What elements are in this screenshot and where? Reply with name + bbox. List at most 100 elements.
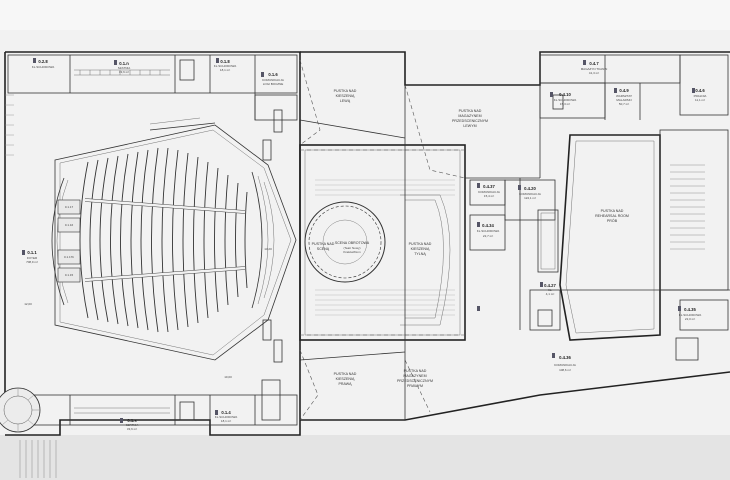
stage-label: Kraków/Dom <box>343 250 361 254</box>
room-name: KL. <box>548 288 553 292</box>
room-name: KL.SCHODOWA <box>477 229 499 233</box>
room-marker-icon <box>33 58 36 63</box>
room-name: PRALNIA <box>694 94 707 98</box>
room-number: 0.4.7 <box>589 61 599 66</box>
room-marker-icon <box>540 282 543 287</box>
stage-label: SCENA OBROTOWA <box>335 241 370 245</box>
room-marker-icon <box>477 222 480 227</box>
void-label: REHEARSAL ROOM <box>595 214 629 218</box>
void-label: PUSTKA NAD <box>409 242 432 246</box>
void-label: PRAWYM <box>407 384 423 388</box>
void-label: PRÓB <box>607 218 618 223</box>
room-name: KOMUNIKACJA <box>478 190 500 194</box>
room-name: KOMUNIKACJA <box>519 192 541 196</box>
void-label: KIESZENIĄ <box>336 377 355 381</box>
seat-rows <box>79 147 248 333</box>
top-left-rooms <box>69 55 298 121</box>
room-area: 33,6 m² <box>127 427 137 431</box>
sky-outside <box>0 0 730 30</box>
room-name: KL.SCHODOWA <box>32 65 54 69</box>
room-name: SZATNIA <box>118 66 130 70</box>
room-marker-icon <box>120 418 123 423</box>
lift-shaft <box>537 209 559 273</box>
room-name: KL.SCHODOWA <box>214 64 236 68</box>
room-marker-icon <box>216 58 219 63</box>
room-number: 0.1.17b <box>64 255 74 259</box>
void-label: PUSTKA NAD <box>404 369 427 373</box>
dimension-label: 10,00 <box>224 375 232 379</box>
void-label: PUSTKA NAD <box>334 89 357 93</box>
void-label: TYLNĄ <box>414 252 426 256</box>
room-markers <box>22 58 695 423</box>
right-wing <box>465 52 730 361</box>
loge-box-4 <box>57 267 81 283</box>
room-marker-icon <box>614 88 617 93</box>
void-label: LEWYM <box>463 124 476 128</box>
void-label: MAGAZYNEM <box>458 114 481 118</box>
room-number: 0.1.16 <box>65 223 74 227</box>
room-marker-icon <box>477 306 480 311</box>
room-marker-icon <box>550 92 553 97</box>
room-number: 0.4.34 <box>482 223 494 228</box>
room-number: 0.4.35 <box>684 307 696 312</box>
room-area: 18,1 m² <box>220 68 230 72</box>
dimension-label: 13,20 <box>264 247 272 251</box>
revolving-stage-outer <box>304 201 386 283</box>
room-number: 0.4.27 <box>544 283 556 288</box>
room-number: 0.1.1 <box>27 250 37 255</box>
room-area: 11,1 m² <box>695 98 705 102</box>
void-label: PUSTKA NAD <box>459 109 482 113</box>
room-name: MALARSKI <box>616 98 631 102</box>
void-label: PRAWĄ <box>338 382 352 386</box>
room-name: KOMUNIKACJA <box>262 78 284 82</box>
room-area: 108,6 m² <box>559 368 571 372</box>
room-area: 22,7 m² <box>483 234 493 238</box>
room-area: 15,3 m² <box>560 102 570 106</box>
void-label: PUSTKA NAD <box>334 372 357 376</box>
room-number: 0.1.6 <box>268 72 278 77</box>
stage-tower <box>299 59 466 421</box>
bottom-left-rooms <box>69 379 281 425</box>
room-name: MAGAZYN TKANIN <box>581 67 608 71</box>
left-facade <box>5 94 14 156</box>
void-label: PUSTKA NAD <box>312 242 335 246</box>
room-marker-icon <box>518 185 521 190</box>
room-name: SZATNIA <box>126 423 138 427</box>
stair-box-top <box>179 59 195 81</box>
dimension-label: 12,00 <box>24 302 32 306</box>
room-number: 0.4.10 <box>559 92 571 97</box>
room-area: 708,9 m² <box>26 260 38 264</box>
room-name: WARSZTAT <box>616 94 632 98</box>
room-number: 0.2.8 <box>38 59 48 64</box>
room-number: 0.1.4 <box>221 410 231 415</box>
stage-label: (Teatr Nowy) <box>343 246 360 250</box>
room-marker-icon <box>692 88 695 93</box>
outer-walls <box>4 51 730 436</box>
room-number: 0.4.6 <box>695 88 705 93</box>
auditorium <box>51 109 297 363</box>
room-area: LOGI BOCZNE <box>263 82 284 86</box>
room-area: 41,3 m² <box>589 71 599 75</box>
void-label: KIESZENIĄ <box>411 247 430 251</box>
room-area: 18,1 m² <box>221 419 231 423</box>
void-label: PRZEDSCENICZNYM <box>452 119 488 123</box>
void-label: MAGAZYNEM <box>403 374 426 378</box>
room-marker-icon <box>477 183 480 188</box>
dimension-labels: 13,20 12,00 10,00 <box>24 247 272 379</box>
room-number: 0.4.36 <box>559 355 571 360</box>
room-area: 50,7 m² <box>619 102 629 106</box>
room-area: 15,4 m² <box>484 194 494 198</box>
loge-box-1 <box>57 199 81 215</box>
room-number: 0.4.9 <box>619 88 629 93</box>
room-marker-icon <box>583 60 586 65</box>
void-label: PRZEDSCENICZNYM <box>397 379 433 383</box>
top-wing <box>7 54 298 94</box>
room-number: 0.4.37 <box>483 184 495 189</box>
room-number: 0.1.8 <box>220 59 230 64</box>
room-area: 4,1 m² <box>546 292 555 296</box>
room-name: KL.SCHODOWA <box>679 313 701 317</box>
room-marker-icon <box>552 353 555 358</box>
room-marker-icon <box>215 410 218 415</box>
